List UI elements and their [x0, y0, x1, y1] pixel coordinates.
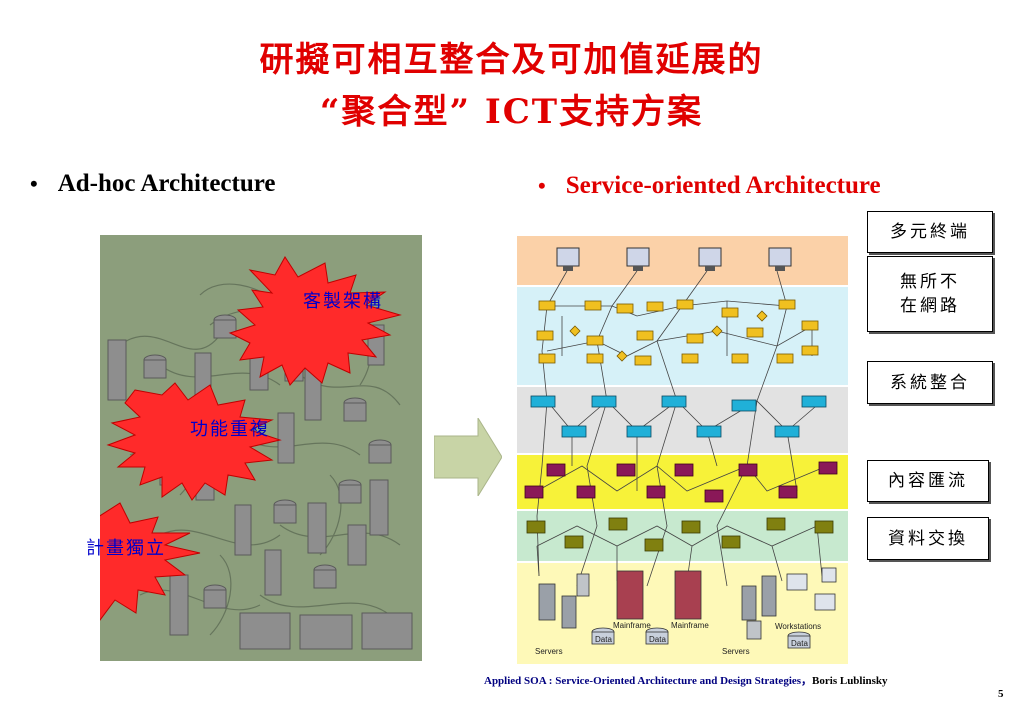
soa-layer-diagram: Servers Data Mainframe Data Mainframe Se… — [517, 236, 848, 664]
diagram-label-workstations: Workstations — [775, 622, 821, 631]
diagram-label-servers-right: Servers — [722, 647, 750, 656]
title-line-2: “聚合型” ICT支持方案 — [319, 92, 704, 132]
bullet-marker: • — [538, 173, 546, 198]
layer-label-content-convergence: 內容匯流 — [867, 460, 989, 502]
starburst-label-independent: 計畫獨立 — [86, 538, 166, 559]
layer-label-ubiquitous-network-text: 無所不在網路 — [900, 272, 960, 316]
starburst-custom-architecture — [228, 256, 402, 386]
starburst-label-custom: 客製架構 — [303, 291, 383, 312]
band-content — [517, 454, 848, 510]
layer-label-system-integration: 系統整合 — [867, 361, 993, 404]
citation-text: Applied SOA : Service-Oriented Architect… — [484, 675, 813, 687]
transition-arrow-icon — [434, 418, 502, 496]
bullet-soa: • Service-oriented Architecture — [538, 172, 881, 200]
starburst-label-duplicate: 功能重複 — [190, 419, 270, 440]
diagram-label-mainframe-2: Mainframe — [671, 621, 709, 630]
citation: Applied SOA : Service-Oriented Architect… — [484, 672, 888, 688]
title-line-1: 研擬可相互整合及可加值延展的 — [259, 40, 764, 80]
bullet-marker: • — [30, 171, 38, 196]
layer-label-multi-terminal: 多元終端 — [867, 211, 993, 253]
diagram-label-mainframe-1: Mainframe — [613, 621, 651, 630]
citation-author: Boris Lublinsky — [812, 675, 888, 687]
diagram-label-data-1: Data — [595, 635, 612, 644]
bullet-ad-hoc: • Ad-hoc Architecture — [30, 170, 276, 198]
starburst-duplicate-functions — [106, 382, 282, 501]
bullet-ad-hoc-text: Ad-hoc Architecture — [57, 170, 276, 197]
layer-label-ubiquitous-network: 無所不在網路 — [867, 256, 993, 332]
ad-hoc-architecture-image — [3, 235, 422, 661]
layer-label-data-exchange: 資料交換 — [867, 517, 989, 560]
diagram-label-data-2: Data — [649, 635, 666, 644]
diagram-label-data-3: Data — [791, 639, 808, 648]
bullet-soa-text: Service-oriented Architecture — [565, 172, 881, 199]
diagram-label-servers-left: Servers — [535, 647, 563, 656]
page-number: 5 — [998, 688, 1004, 700]
soa-architecture-image: Servers Data Mainframe Data Mainframe Se… — [517, 236, 848, 664]
